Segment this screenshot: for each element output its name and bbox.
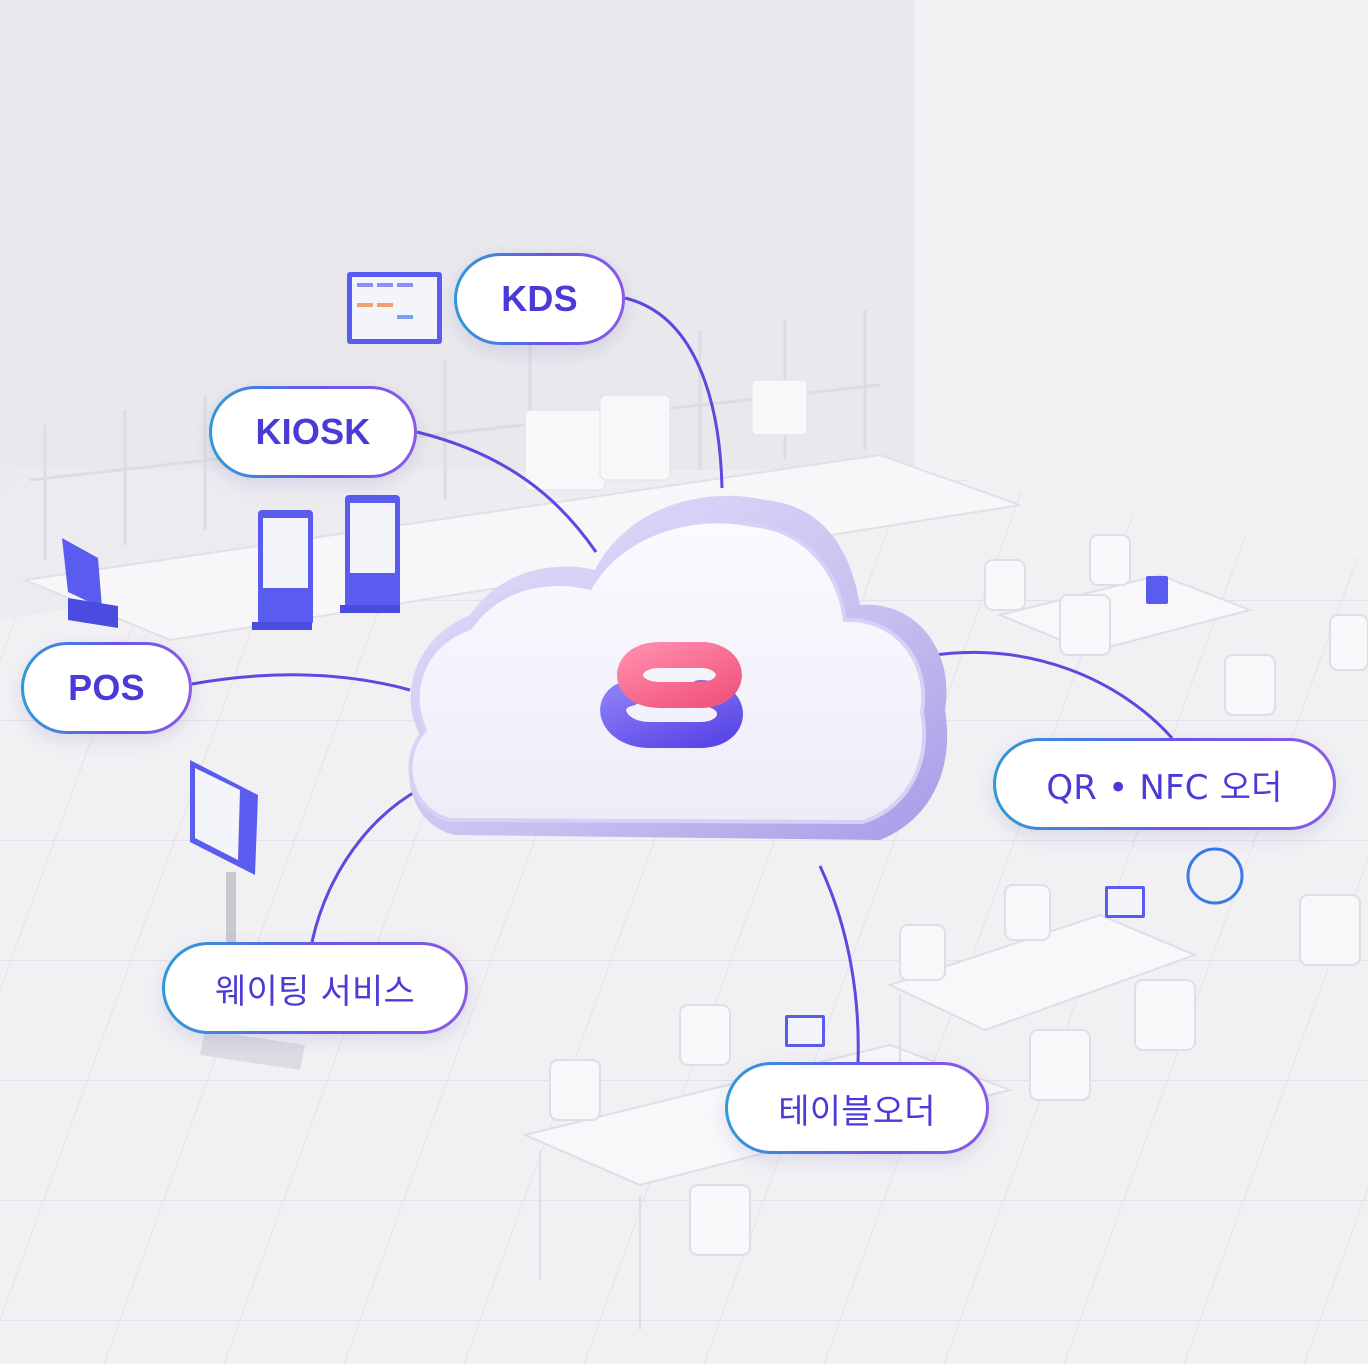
connector-kds bbox=[624, 296, 724, 489]
back-wall bbox=[0, 0, 915, 470]
side-wall bbox=[915, 0, 1368, 560]
coffee-machine bbox=[524, 409, 606, 491]
pos-terminal bbox=[62, 538, 118, 628]
kds-label-text: KDS bbox=[501, 278, 578, 319]
table-order-label[interactable]: 테이블오더 bbox=[725, 1062, 989, 1154]
connector-qr bbox=[927, 651, 1174, 740]
kiosk-label-text: KIOSK bbox=[255, 411, 371, 452]
qr-nfc-highlight-ring bbox=[1186, 847, 1244, 905]
blender bbox=[751, 379, 808, 436]
pos-label[interactable]: POS bbox=[21, 642, 192, 734]
table-order-label-text: 테이블오더 bbox=[778, 1091, 936, 1132]
qr-nfc-order-label[interactable]: QR • NFC 오더 bbox=[993, 738, 1336, 830]
waiting-service-label[interactable]: 웨이팅 서비스 bbox=[162, 942, 468, 1034]
coffee-machine-2 bbox=[599, 394, 671, 481]
connector-kiosk bbox=[416, 430, 598, 553]
connector-pos bbox=[191, 673, 411, 692]
kiosk-label[interactable]: KIOSK bbox=[209, 386, 417, 478]
brand-link-logo bbox=[600, 642, 743, 748]
table-order-tablets bbox=[785, 576, 1168, 1047]
cloud-logo-icon bbox=[408, 495, 948, 840]
qr-nfc-order-label-text: QR • NFC 오더 bbox=[1046, 767, 1283, 808]
pos-label-text: POS bbox=[68, 667, 145, 708]
floor bbox=[0, 470, 1368, 1364]
kds-screen bbox=[347, 272, 442, 344]
kiosk-device-1 bbox=[252, 510, 313, 630]
waiting-service-label-text: 웨이팅 서비스 bbox=[215, 971, 415, 1012]
kds-label[interactable]: KDS bbox=[454, 253, 625, 345]
connector-table bbox=[818, 865, 860, 1063]
kiosk-device-2 bbox=[340, 495, 400, 613]
